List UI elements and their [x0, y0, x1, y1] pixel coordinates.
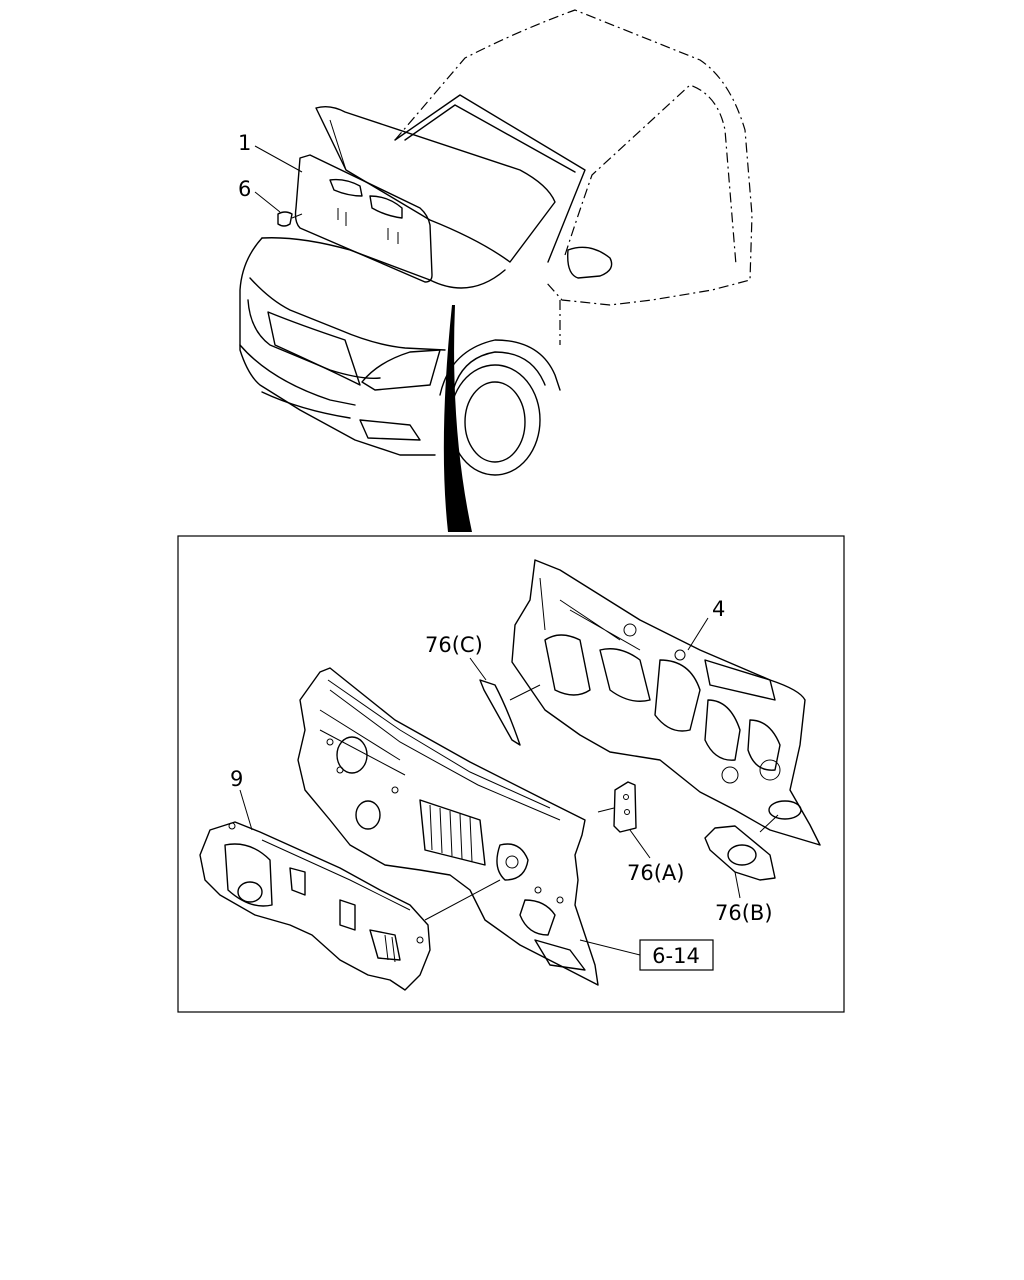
callout-6: 6	[238, 177, 251, 201]
insulator-part-9: 9	[199, 767, 501, 991]
callout-4: 4	[712, 597, 725, 621]
dash-insulator-part-4: 4	[511, 559, 821, 846]
reference-label: 6-14	[652, 944, 700, 968]
pad-part-76b: 76(B)	[704, 814, 779, 925]
callout-1: 1	[238, 131, 251, 155]
bracket-part-76a: 76(A)	[597, 781, 684, 885]
detail-pointer	[443, 305, 472, 532]
detail-frame	[177, 535, 845, 1013]
callout-76a: 76(A)	[627, 861, 684, 885]
reference-6-14: 6-14	[579, 939, 714, 971]
vehicle-illustration: 1 6	[238, 9, 753, 476]
callout-9: 9	[230, 767, 243, 791]
callout-76b: 76(B)	[715, 901, 773, 925]
pad-part-76c: 76(C)	[425, 633, 541, 746]
dash-panel	[297, 667, 599, 986]
callout-76c: 76(C)	[425, 633, 483, 657]
